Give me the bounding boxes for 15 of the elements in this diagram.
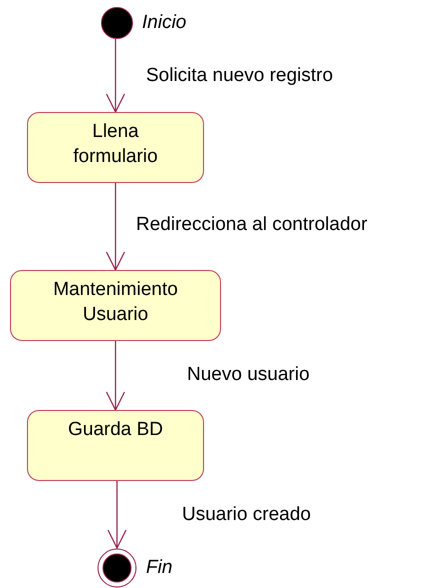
transition-arrow [107, 481, 127, 549]
transition-arrow [106, 341, 126, 411]
transition-arrow [106, 39, 126, 113]
initial-state-dot [101, 7, 133, 39]
edge-label: Solicita nuevo registro [146, 65, 333, 87]
final-state-symbol [97, 548, 137, 588]
state-label: Fin [146, 557, 172, 579]
state-box [10, 270, 221, 341]
state-box [27, 410, 204, 481]
state-label: Inicio [142, 12, 186, 34]
state-name: Mantenimiento Usuario [52, 278, 179, 327]
transition-arrow [106, 183, 126, 271]
state-box [27, 112, 204, 183]
state-name: Guarda BD [68, 418, 164, 442]
state-name: Llena formulario [72, 120, 159, 169]
